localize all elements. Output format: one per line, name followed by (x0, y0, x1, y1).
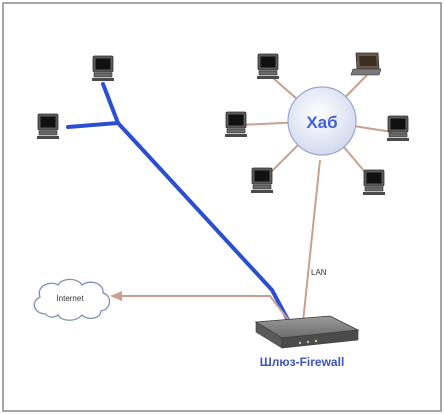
hub-label: Хаб (306, 113, 337, 132)
cloud-label: Internet (56, 294, 84, 303)
segment-cabling (66, 82, 290, 322)
lan-link (302, 159, 321, 323)
computer-icon (256, 53, 280, 80)
internet-link (117, 295, 291, 323)
computer-icon (362, 169, 386, 196)
computer-icon (386, 115, 410, 142)
segment-trunk-line (116, 121, 290, 322)
arrow-icon (110, 291, 122, 301)
laptop-icon (350, 52, 382, 76)
computer-icon (36, 113, 60, 140)
cloud-icon (33, 278, 111, 321)
lan-label: LAN (311, 268, 327, 277)
segment-branch-line (66, 82, 121, 129)
computer-icon (250, 167, 274, 194)
computer-icon (224, 111, 248, 138)
router-icon (254, 315, 360, 349)
gateway-label: Шлюз-Firewall (260, 355, 345, 369)
computer-icon (91, 55, 115, 82)
hub-circle (287, 86, 357, 156)
